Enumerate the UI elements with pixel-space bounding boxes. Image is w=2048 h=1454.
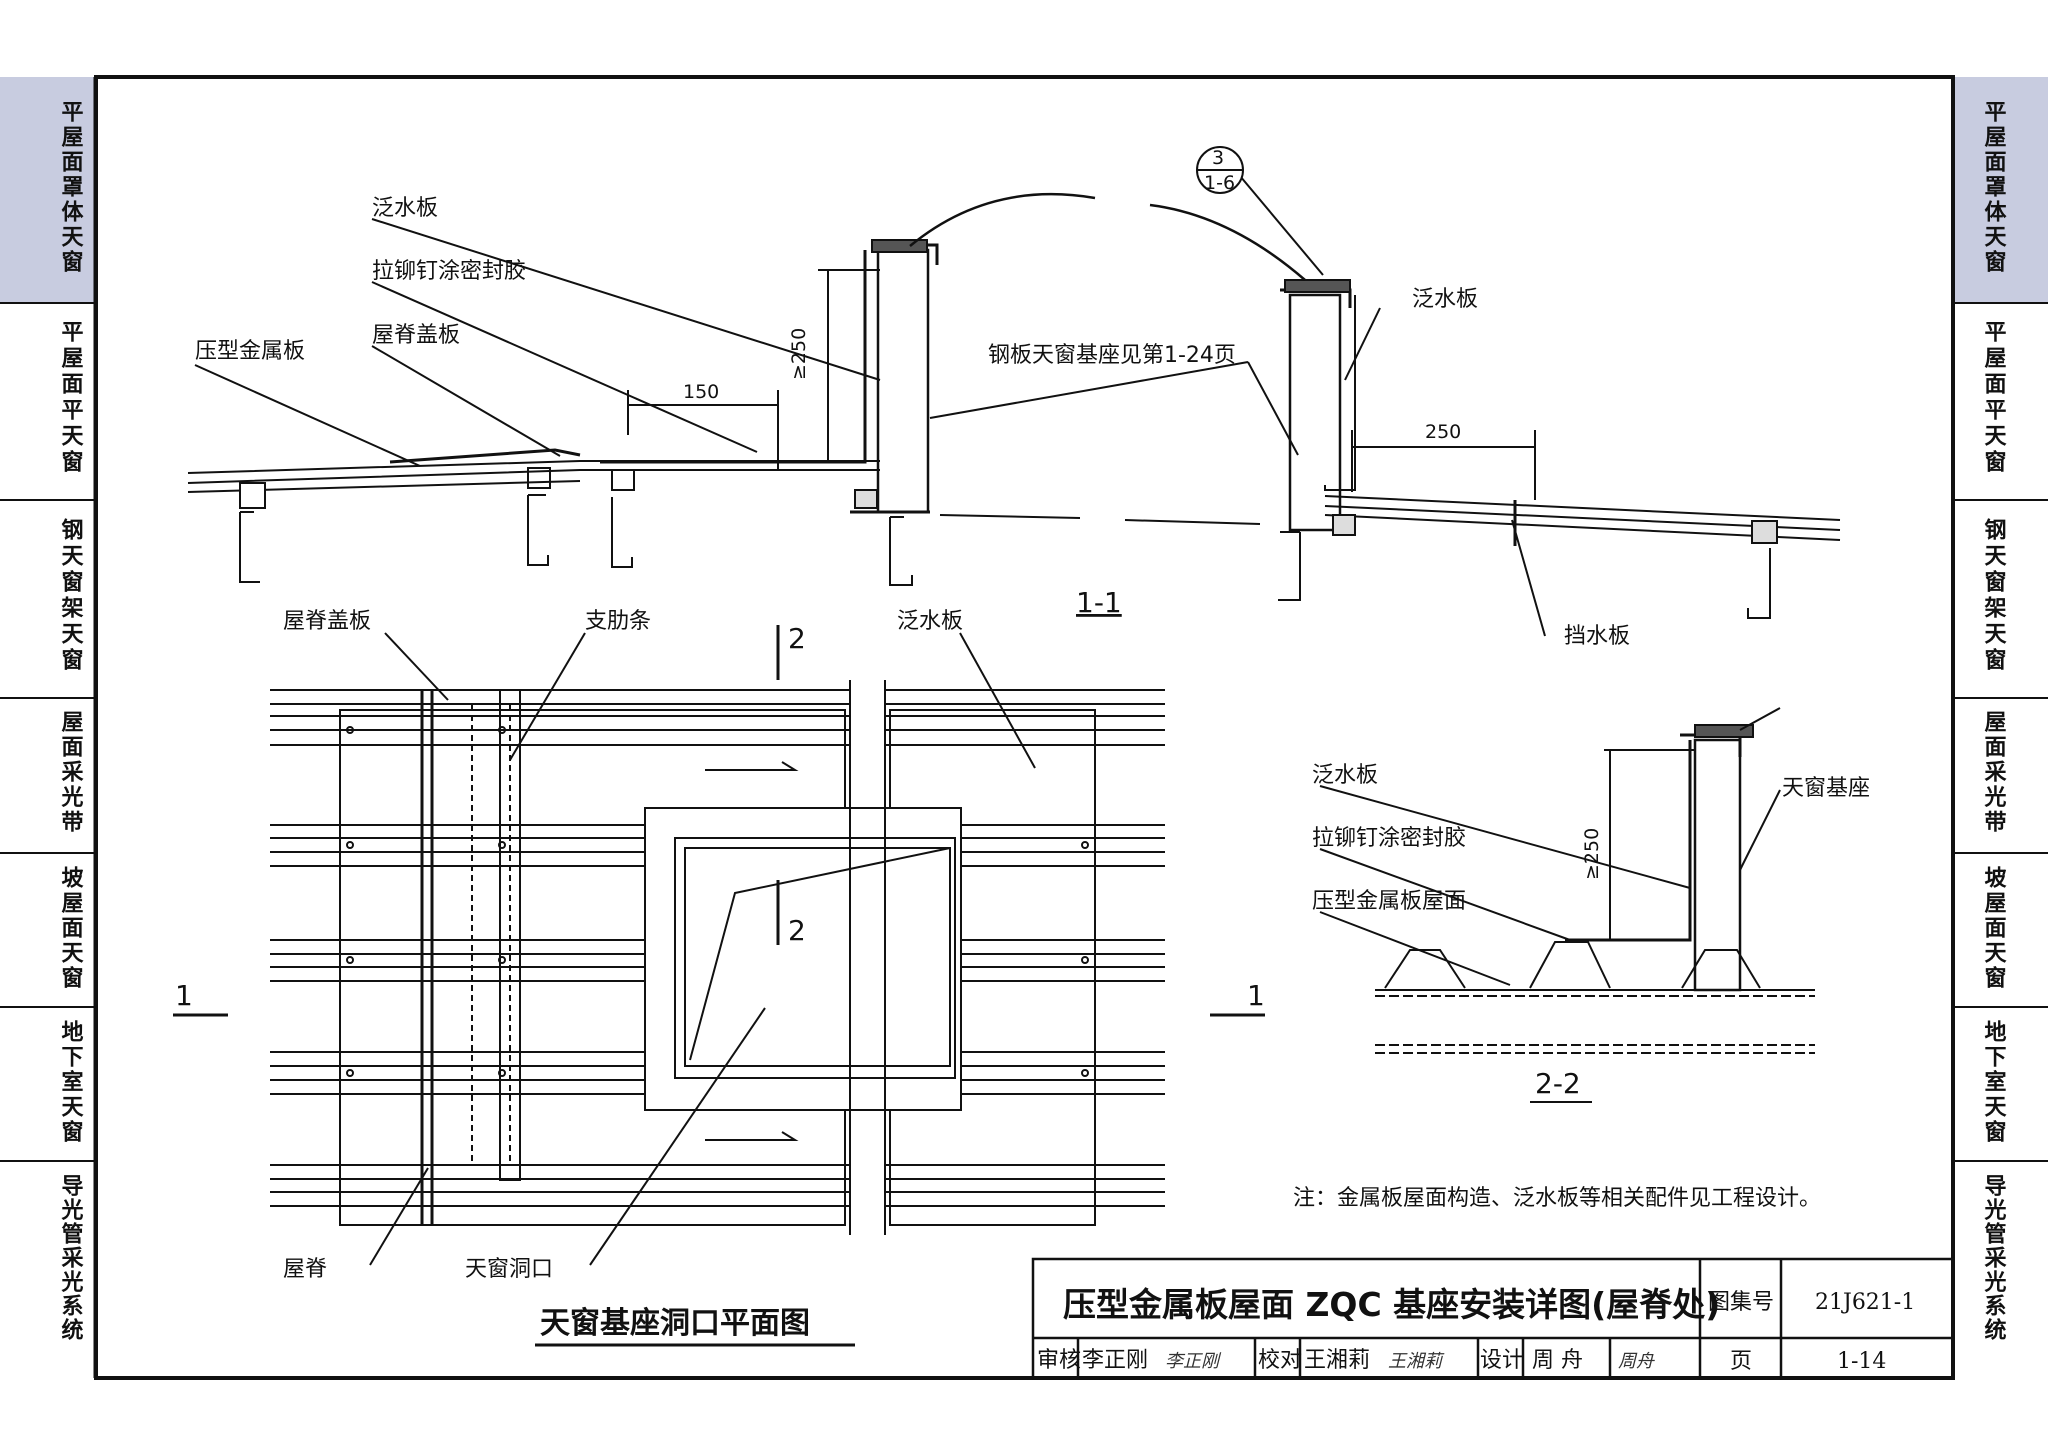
tab-right-active-bg	[1953, 77, 2048, 303]
tab-left-2[interactable]: 钢天窗架天窗	[58, 517, 84, 674]
tab-left-6[interactable]: 导光管采光系统	[58, 1174, 85, 1342]
dim-250-right: 250	[1425, 421, 1461, 443]
cut-mark-2-bottom: 2	[788, 914, 806, 947]
tab-right-5[interactable]: 地下室天窗	[1981, 1020, 2007, 1145]
tab-right-0[interactable]: 平屋面罩体天窗	[1981, 100, 2007, 275]
s22-dim-250: ≥250	[1581, 828, 1603, 880]
review-label: 审核	[1037, 1348, 1081, 1373]
tab-left-0[interactable]: 平屋面罩体天窗	[58, 100, 84, 275]
label-flashing-left: 泛水板	[372, 196, 438, 221]
plan-label-rib: 支肋条	[585, 609, 651, 634]
tab-left-1[interactable]: 平屋面平天窗	[58, 320, 84, 476]
s22-label-metal-roof: 压型金属板屋面	[1312, 889, 1466, 914]
drawing-frame	[94, 75, 1955, 1380]
dim-150: 150	[683, 381, 719, 403]
dim-250-vertical: ≥250	[788, 328, 810, 380]
plan-view	[173, 625, 1265, 1266]
reviewer-name: 李正刚	[1082, 1348, 1148, 1373]
plan-label-ridge: 屋脊	[283, 1257, 327, 1282]
checker-name: 王湘莉	[1304, 1348, 1370, 1373]
label-water-stop: 挡水板	[1564, 624, 1630, 649]
tab-right-4[interactable]: 坡屋面天窗	[1981, 866, 2007, 991]
plan-label-opening: 天窗洞口	[465, 1257, 553, 1282]
side-tabs-right: 平屋面罩体天窗 平屋面平天窗 钢天窗架天窗 屋面采光带 坡屋面天窗 地下室天窗 …	[1951, 77, 2048, 1378]
title-block	[1031, 1257, 1955, 1380]
design-label: 设计	[1480, 1348, 1524, 1373]
section-1-1	[187, 146, 1841, 637]
checker-signature: 王湘莉	[1388, 1351, 1445, 1372]
s22-label-rivet: 拉铆钉涂密封胶	[1312, 826, 1466, 851]
tab-right-1[interactable]: 平屋面平天窗	[1981, 320, 2007, 476]
title-block-title: 压型金属板屋面 ZQC 基座安装详图(屋脊处)	[1063, 1285, 1720, 1324]
label-flashing-right: 泛水板	[1412, 287, 1478, 312]
s22-label-base: 天窗基座	[1782, 776, 1870, 801]
plan-label-ridge-cover: 屋脊盖板	[283, 609, 371, 634]
s22-label-flashing: 泛水板	[1312, 763, 1378, 788]
plan-title: 天窗基座洞口平面图	[540, 1306, 810, 1341]
section-title-2-2: 2-2	[1535, 1067, 1581, 1100]
tab-right-6[interactable]: 导光管采光系统	[1981, 1174, 2008, 1342]
label-ridge-cover-1: 屋脊盖板	[372, 323, 460, 348]
check-label: 校对	[1258, 1348, 1302, 1373]
designer-name: 周 舟	[1532, 1348, 1583, 1373]
section-title-1-1: 1-1	[1076, 586, 1122, 619]
detail-ref-bottom: 1-6	[1204, 172, 1235, 194]
cut-mark-2-top: 2	[788, 622, 806, 655]
label-rivet-sealant-1: 拉铆钉涂密封胶	[372, 259, 526, 284]
atlas-label: 图集号	[1708, 1290, 1774, 1315]
tab-right-2[interactable]: 钢天窗架天窗	[1981, 517, 2007, 674]
page-label: 页	[1730, 1349, 1752, 1374]
reviewer-signature: 李正刚	[1165, 1351, 1222, 1372]
label-metal-panel: 压型金属板	[195, 339, 305, 364]
plan-label-flashing: 泛水板	[897, 609, 963, 634]
label-steel-base-ref: 钢板天窗基座见第1-24页	[988, 343, 1236, 368]
tab-right-3[interactable]: 屋面采光带	[1981, 710, 2008, 835]
tab-left-active-bg	[0, 77, 95, 303]
detail-ref-top: 3	[1212, 147, 1224, 169]
cut-mark-1-right: 1	[1247, 979, 1265, 1012]
note-text: 注：金属板屋面构造、泛水板等相关配件见工程设计。	[1293, 1186, 1821, 1211]
atlas-number: 21J621-1	[1815, 1290, 1915, 1315]
section-2-2	[1319, 707, 1815, 1054]
cut-mark-1-left: 1	[175, 979, 193, 1012]
side-tabs-left: 平屋面罩体天窗 平屋面平天窗 钢天窗架天窗 屋面采光带 坡屋面天窗 地下室天窗 …	[0, 77, 97, 1378]
tab-left-4[interactable]: 坡屋面天窗	[58, 866, 84, 991]
page-number: 1-14	[1837, 1349, 1886, 1374]
tab-left-5[interactable]: 地下室天窗	[58, 1020, 84, 1145]
designer-signature: 周舟	[1618, 1351, 1655, 1372]
tab-left-3[interactable]: 屋面采光带	[58, 710, 85, 835]
